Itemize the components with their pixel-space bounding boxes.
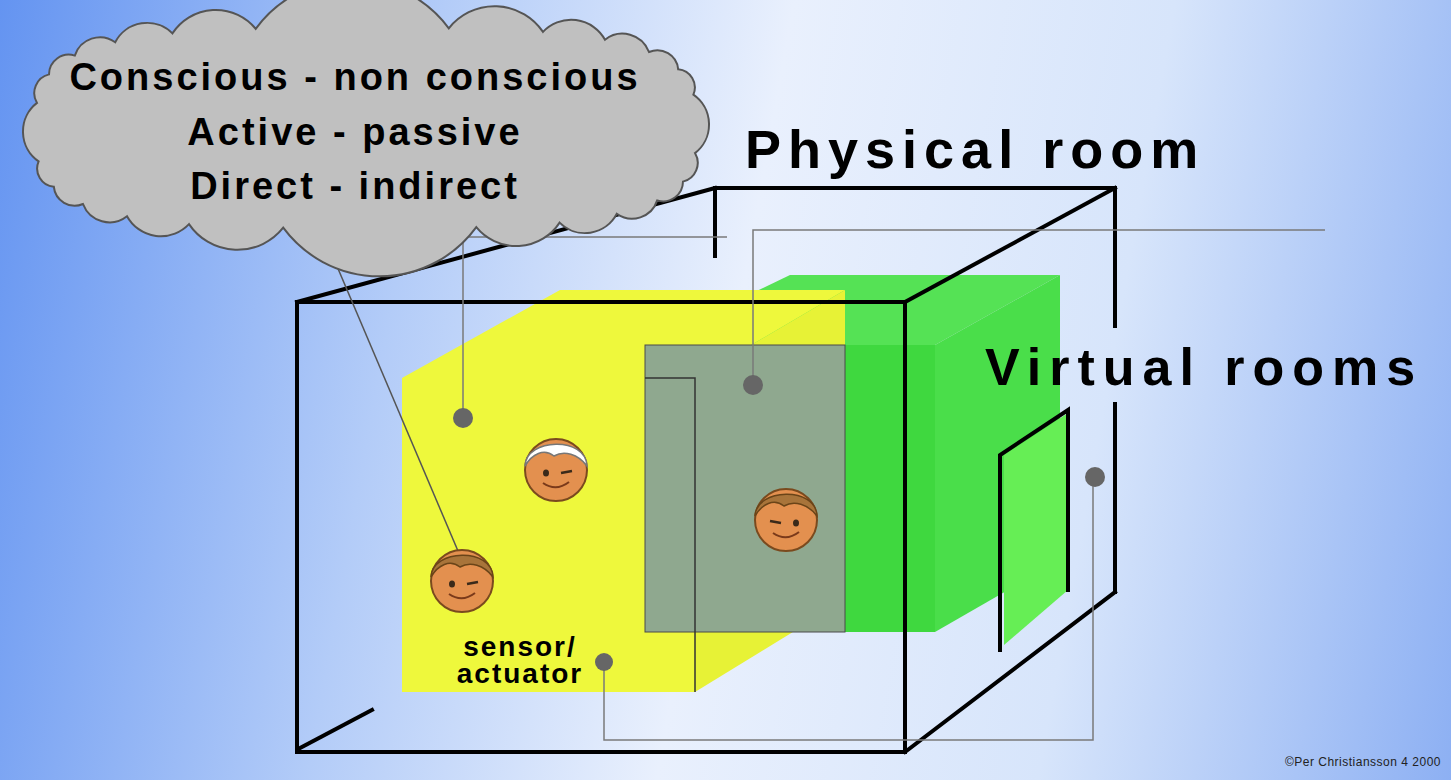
text-holder: Active - passive xyxy=(10,110,700,154)
text-holder: sensor/ actuator xyxy=(440,633,600,687)
person-head xyxy=(755,489,817,551)
text-holder: Direct - indirect xyxy=(10,164,700,208)
yellow-room-edge xyxy=(645,378,695,692)
label-holder: Virtual rooms xyxy=(985,337,1423,397)
door-frame xyxy=(1000,410,1068,652)
cloud-text: Direct - indirect xyxy=(10,164,700,208)
eye xyxy=(543,470,549,477)
room-caption: Virtual rooms xyxy=(985,337,1423,397)
frame-edge xyxy=(715,186,1115,190)
eye xyxy=(449,581,455,588)
mouth xyxy=(543,482,569,487)
frame-edge xyxy=(713,188,717,256)
room-overlap xyxy=(645,345,845,632)
text-holder: Physical room xyxy=(745,118,1205,180)
face xyxy=(755,489,817,551)
hair xyxy=(525,444,587,466)
frame-edge xyxy=(905,188,1115,302)
sensor-dot xyxy=(453,408,473,428)
green-room-front xyxy=(645,345,935,632)
eye xyxy=(770,521,781,523)
text-holder: Conscious - non conscious xyxy=(10,55,700,99)
hair xyxy=(431,555,493,577)
sensor-dot xyxy=(595,653,613,671)
cloud-text: Conscious - non conscious xyxy=(10,55,700,99)
face xyxy=(525,439,587,501)
virtual-room: sensor/ actuator xyxy=(402,378,695,692)
room-title: Physical room xyxy=(745,118,1205,180)
person-head xyxy=(431,550,493,612)
label-holder: ©Per Christiansson 4 2000 xyxy=(1285,754,1441,770)
physical-room: Physical roomsensor/ actuator xyxy=(297,118,1117,754)
eye xyxy=(793,520,799,527)
face xyxy=(431,550,493,612)
leader-line xyxy=(325,238,458,551)
sensor-label: sensor/ actuator xyxy=(440,633,600,687)
frame-edge xyxy=(300,710,372,748)
frame-edge xyxy=(1113,188,1117,326)
physical-room-frame xyxy=(297,188,1115,752)
thought-cloud: Conscious - non consciousActive - passiv… xyxy=(10,0,722,256)
sensor-wire xyxy=(604,477,1093,740)
eye xyxy=(467,582,478,584)
mouth xyxy=(449,593,475,598)
frame-edge xyxy=(1113,404,1117,592)
sensor-wire xyxy=(463,237,727,418)
sensor-dot xyxy=(1085,467,1105,487)
copyright-note: ©Per Christiansson 4 2000 xyxy=(1285,754,1441,770)
eye xyxy=(561,471,572,473)
frame-front xyxy=(297,302,905,752)
cloud-text: Active - passive xyxy=(10,110,700,154)
person-head xyxy=(525,439,587,501)
sensor-dots xyxy=(453,375,1105,671)
sensor-dot xyxy=(743,375,763,395)
sensor-wires xyxy=(463,230,1325,740)
hair xyxy=(755,494,817,516)
mouth xyxy=(773,532,799,537)
